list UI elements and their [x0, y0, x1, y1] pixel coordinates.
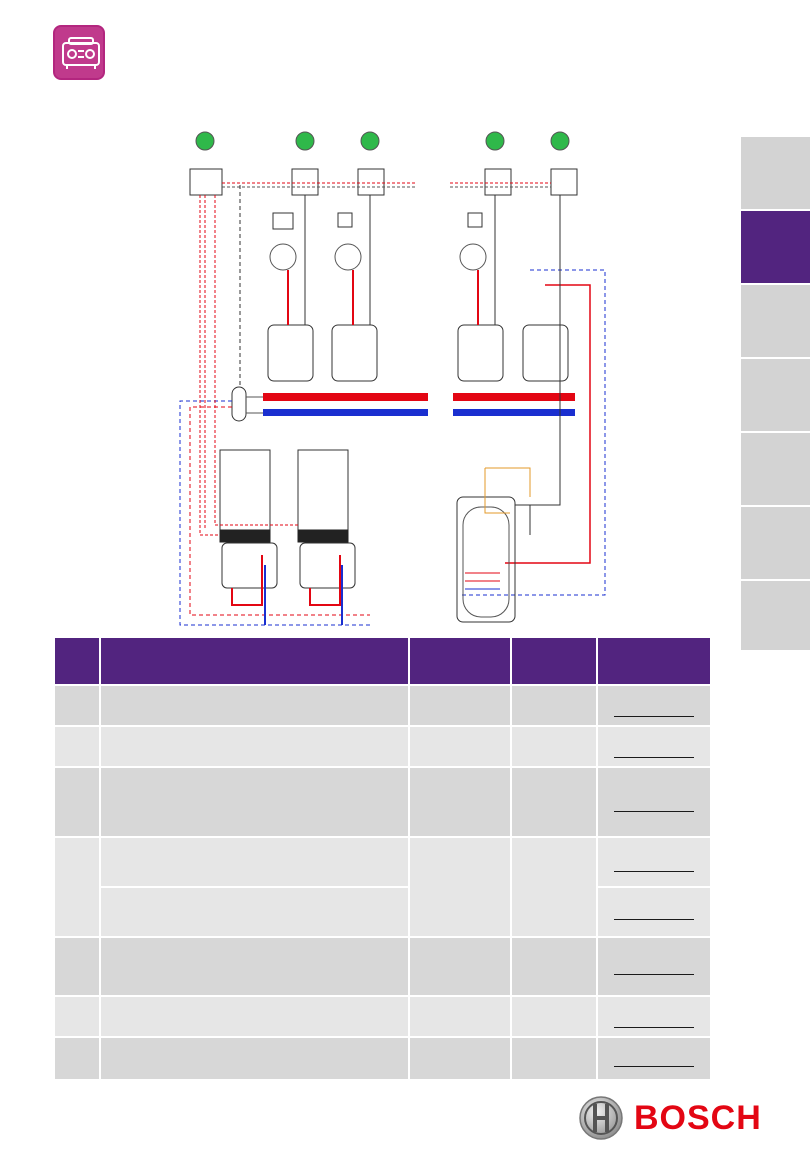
header-cell: [596, 636, 712, 686]
table-row: [53, 995, 712, 1038]
side-tab-5[interactable]: [741, 433, 810, 505]
table-row: [53, 766, 712, 838]
price-line: [614, 974, 694, 975]
bosch-armature-icon: [579, 1096, 623, 1140]
price-line: [614, 871, 694, 872]
header-cell: [510, 636, 598, 686]
table-row: [53, 725, 712, 768]
hydraulic-schematic-diagram: [179, 131, 606, 626]
bosch-logo: BOSCH: [578, 1095, 761, 1141]
boiler-unit-icon: [53, 25, 105, 80]
side-tab-7[interactable]: [741, 581, 810, 650]
price-line: [614, 716, 694, 717]
table-row: [53, 836, 712, 938]
table-row: [53, 684, 712, 727]
table-row: [54, 886, 712, 938]
side-tab-1[interactable]: [741, 137, 810, 209]
table-header-row: [53, 636, 712, 686]
table-row: [53, 1036, 712, 1081]
header-cell: [99, 636, 410, 686]
room-sensor-icon: [195, 131, 570, 151]
price-line: [614, 757, 694, 758]
side-tab-2[interactable]: [741, 211, 810, 283]
spec-table: [53, 636, 712, 1081]
side-tab-6[interactable]: [741, 507, 810, 579]
side-tab-4[interactable]: [741, 359, 810, 431]
header-cell: [53, 636, 101, 686]
price-line: [614, 1066, 694, 1067]
header-cell: [408, 636, 512, 686]
side-tab-3[interactable]: [741, 285, 810, 357]
table-row: [53, 936, 712, 997]
price-line: [614, 811, 694, 812]
brand-wordmark: BOSCH: [634, 1099, 762, 1137]
price-line: [614, 919, 694, 920]
price-line: [614, 1027, 694, 1028]
